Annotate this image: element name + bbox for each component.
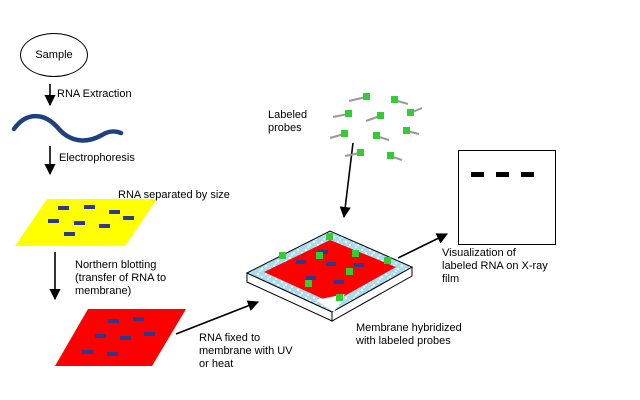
gel-band (123, 216, 134, 220)
probe-head-icon (336, 294, 343, 301)
gel-band (64, 232, 75, 236)
labeled-probes-cluster (329, 93, 423, 161)
electrophoresis-label: Electrophoresis (59, 152, 135, 164)
hybrid-band (326, 262, 336, 266)
film-band (496, 172, 509, 177)
probe-head-icon (363, 93, 370, 100)
probe-head-icon (305, 280, 312, 287)
membrane-band (144, 332, 155, 336)
rna-strand-shape (11, 113, 124, 143)
membrane-band (82, 350, 93, 354)
membrane-hybridized-label: Membrane hybridized with labeled probes (356, 322, 462, 347)
labeled-probes-label: Labeled probes (268, 109, 308, 134)
probe-head-icon (346, 268, 353, 275)
film-bands (471, 172, 534, 177)
rna-extraction-label: RNA Extraction (57, 88, 132, 100)
probe-head-icon (279, 252, 286, 259)
arrow-membrane-to-film (397, 233, 449, 259)
rna-fixed-label: RNA fixed to membrane with UV or heat (199, 332, 293, 370)
membrane-bands (82, 317, 155, 356)
probe-head-icon (357, 149, 364, 156)
hybrid-band (296, 260, 306, 264)
gel-band (48, 219, 59, 223)
probe-head-icon (403, 127, 410, 134)
membrane-band (95, 334, 106, 338)
probe-head-icon (316, 252, 323, 259)
probe-head-icon (341, 130, 348, 137)
probe-head-icon (384, 257, 391, 264)
gel-band (58, 206, 69, 210)
hybrid-probes (279, 233, 391, 301)
visualization-label: Visualization of labeled RNA on X-ray fi… (442, 247, 548, 285)
film-band (521, 172, 534, 177)
probe-head-icon (345, 110, 352, 117)
membrane-band (108, 319, 119, 323)
probe-head-icon (391, 96, 398, 103)
probe-head-icon (407, 109, 414, 116)
gel-band (99, 224, 110, 228)
gel-band (74, 221, 85, 225)
gel-shape (15, 199, 157, 246)
hybrid-band (306, 276, 316, 280)
probe-head-icon (373, 132, 380, 139)
sample-shape: Sample (20, 33, 88, 77)
gel-band (84, 205, 95, 209)
membrane-band (107, 352, 118, 356)
film-band (471, 172, 484, 177)
probe-head-icon (377, 112, 384, 119)
probe-head-icon (387, 152, 394, 159)
hybrid-band (354, 263, 364, 267)
northern-blotting-label: Northern blotting (transfer of RNA to me… (75, 259, 167, 297)
xray-film-shape (458, 150, 556, 245)
gel-bands (48, 205, 134, 236)
sample-label: Sample (35, 49, 73, 61)
hybrid-red-area (264, 240, 396, 303)
arrow-membrane-to-hybridization (175, 300, 260, 335)
probe-head-icon (352, 250, 359, 257)
membrane-band (133, 317, 144, 321)
gel-band (109, 210, 120, 214)
membrane-band (120, 336, 131, 340)
probe-head-icon (326, 233, 333, 240)
rna-separated-label: RNA separated by size (118, 189, 230, 201)
hybrid-band (334, 280, 344, 284)
